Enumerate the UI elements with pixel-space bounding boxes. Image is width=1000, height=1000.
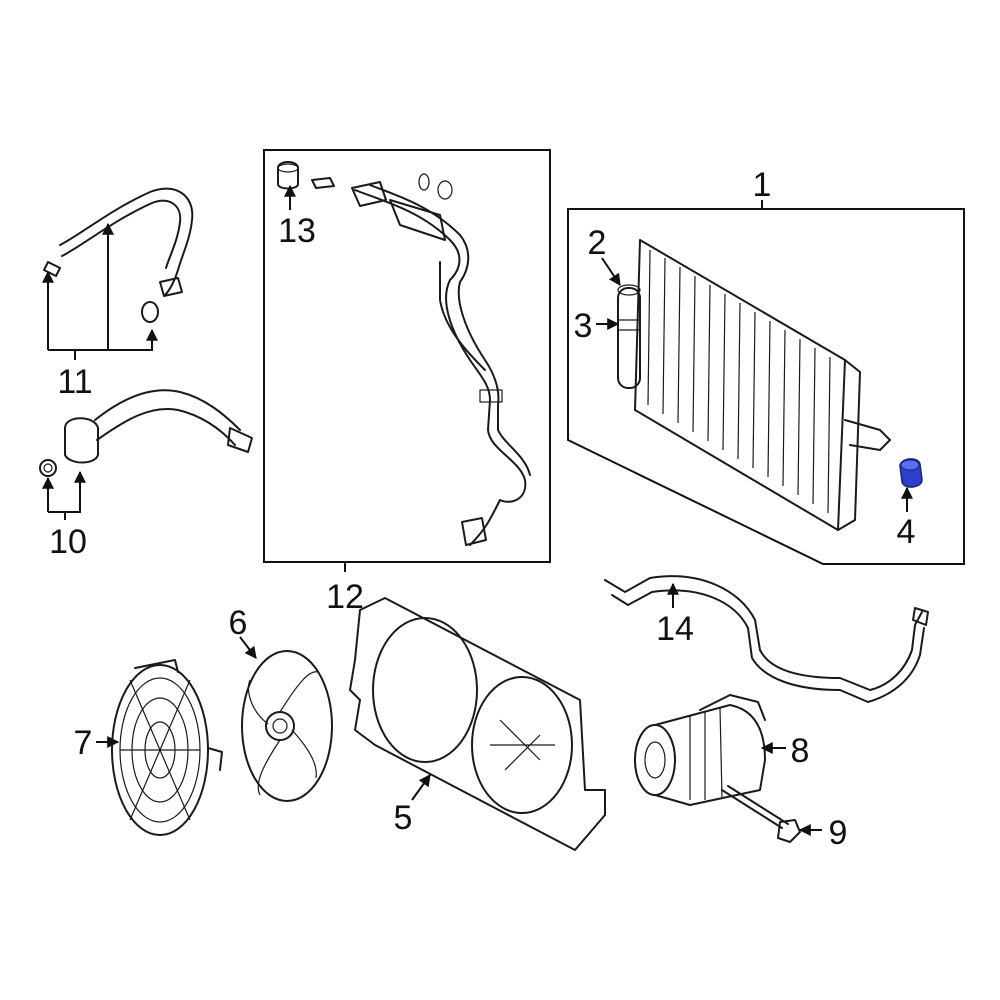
- callout-6: 6: [229, 604, 248, 642]
- fan-blade[interactable]: [241, 650, 333, 802]
- group-12-box: [263, 149, 551, 563]
- group-1-box: [567, 208, 965, 565]
- callout-5: 5: [394, 799, 413, 837]
- fan-guard[interactable]: [111, 659, 223, 836]
- leader-lines: [42, 184, 913, 836]
- suction-hose[interactable]: [39, 389, 253, 477]
- callout-10: 10: [49, 523, 87, 561]
- ac-compressor[interactable]: [634, 694, 766, 806]
- callout-1: 1: [753, 166, 772, 204]
- receiver-drier[interactable]: [617, 284, 641, 389]
- callout-7: 7: [74, 724, 93, 762]
- callout-9: 9: [829, 814, 848, 852]
- callout-14: 14: [656, 610, 694, 648]
- callout-3: 3: [574, 307, 593, 345]
- ac-hose-14[interactable]: [604, 575, 929, 703]
- discharge-hose[interactable]: [43, 187, 194, 323]
- callout-11: 11: [57, 363, 92, 401]
- callout-2: 2: [588, 224, 607, 262]
- callout-4: 4: [897, 513, 916, 551]
- drier-plug-highlighted[interactable]: [899, 458, 923, 488]
- fan-shroud[interactable]: [349, 597, 606, 851]
- condenser[interactable]: [634, 239, 891, 531]
- compressor-bolt[interactable]: [721, 785, 801, 843]
- callout-8: 8: [791, 732, 810, 770]
- ac-line-assembly[interactable]: [351, 173, 531, 546]
- fitting-13[interactable]: [277, 161, 335, 190]
- callout-13: 13: [278, 212, 316, 250]
- callout-12: 12: [326, 578, 364, 616]
